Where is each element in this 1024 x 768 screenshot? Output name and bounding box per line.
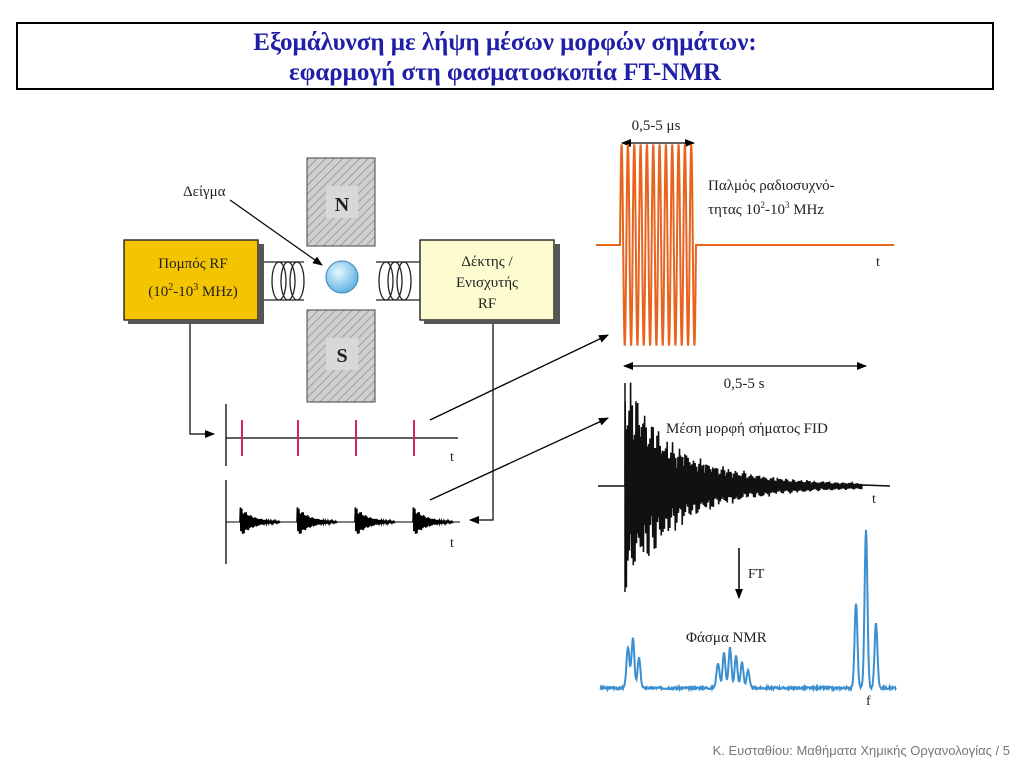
pulse-train-axis-label: t	[450, 450, 454, 465]
magnet-north: N	[306, 157, 376, 247]
footer: Κ. Ευσταθίου: Μαθήματα Χημικής Οργανολογ…	[712, 743, 1010, 758]
sample-sphere	[325, 260, 359, 294]
title-box: Εξομάλυνση με λήψη μέσων μορφών σημάτων:…	[16, 22, 994, 90]
spectrum-plot: Φάσμα NMR f	[599, 529, 897, 709]
arrow-to-fid	[429, 417, 609, 501]
fid-burst-4	[412, 507, 454, 534]
receiver-line	[469, 324, 494, 524]
receiver-label-3: RF	[478, 296, 496, 312]
rf-pulse-plot: 0,5-5 μs Παλμός ραδιοσυχνό- τητας 102-10…	[596, 118, 894, 346]
transmitter-line	[189, 324, 215, 438]
receiver-box: Δέκτης / Ενισχυτής RF	[419, 239, 560, 324]
fid-train-signals	[239, 507, 454, 534]
rf-pulse-label-1: Παλμός ραδιοσυχνό-	[708, 178, 835, 194]
receive-coil	[376, 261, 420, 301]
spectrum-wave	[599, 529, 897, 693]
rf-pulse-wave	[596, 144, 894, 346]
transmitter-range: (102-103 MHz)	[148, 282, 238, 300]
title-line-2: εφαρμογή στη φασματοσκοπία FT-NMR	[289, 59, 721, 86]
pulse-marks	[241, 420, 415, 456]
fid-wave	[598, 382, 891, 588]
receiver-label-2: Ενισχυτής	[456, 275, 518, 291]
rf-pulse-label-2: τητας 102-103 MHz	[708, 200, 824, 218]
magnet-south: S	[306, 309, 376, 403]
sample-pointer	[229, 199, 323, 266]
fid-plot: 0,5-5 s Μέση μορφή σήματος FID t	[598, 362, 891, 592]
fid-burst-2	[296, 507, 338, 534]
magnet-north-label: N	[335, 194, 350, 216]
transmitter-label: Πομπός RF	[158, 256, 228, 272]
transmitter-box: Πομπός RF (102-103 MHz)	[123, 239, 264, 324]
fid-burst-3	[354, 507, 396, 534]
spectrum-label: Φάσμα NMR	[686, 630, 767, 646]
fid-label: Μέση μορφή σήματος FID	[666, 421, 828, 437]
fid-axis-label: t	[872, 492, 876, 507]
receiver-label-1: Δέκτης /	[461, 254, 513, 270]
fid-train-axis-label: t	[450, 536, 454, 551]
pulse-width-label: 0,5-5 μs	[632, 118, 681, 134]
magnet-south-label: S	[336, 345, 347, 367]
ft-label: FT	[748, 567, 765, 582]
rf-pulse-axis-label: t	[876, 255, 880, 270]
transmit-coil	[264, 261, 305, 301]
spectrum-axis-label: f	[866, 694, 871, 709]
sample-label: Δείγμα	[183, 184, 226, 200]
title-line-1: Εξομάλυνση με λήψη μέσων μορφών σημάτων:	[253, 29, 757, 56]
fid-burst-1	[239, 507, 281, 534]
pulse-train-plot: t	[225, 404, 458, 466]
arrow-to-rf-pulse	[429, 334, 609, 421]
fid-train-plot: t	[225, 480, 460, 564]
fid-duration-label: 0,5-5 s	[724, 376, 765, 392]
ft-arrow: FT	[735, 548, 765, 599]
